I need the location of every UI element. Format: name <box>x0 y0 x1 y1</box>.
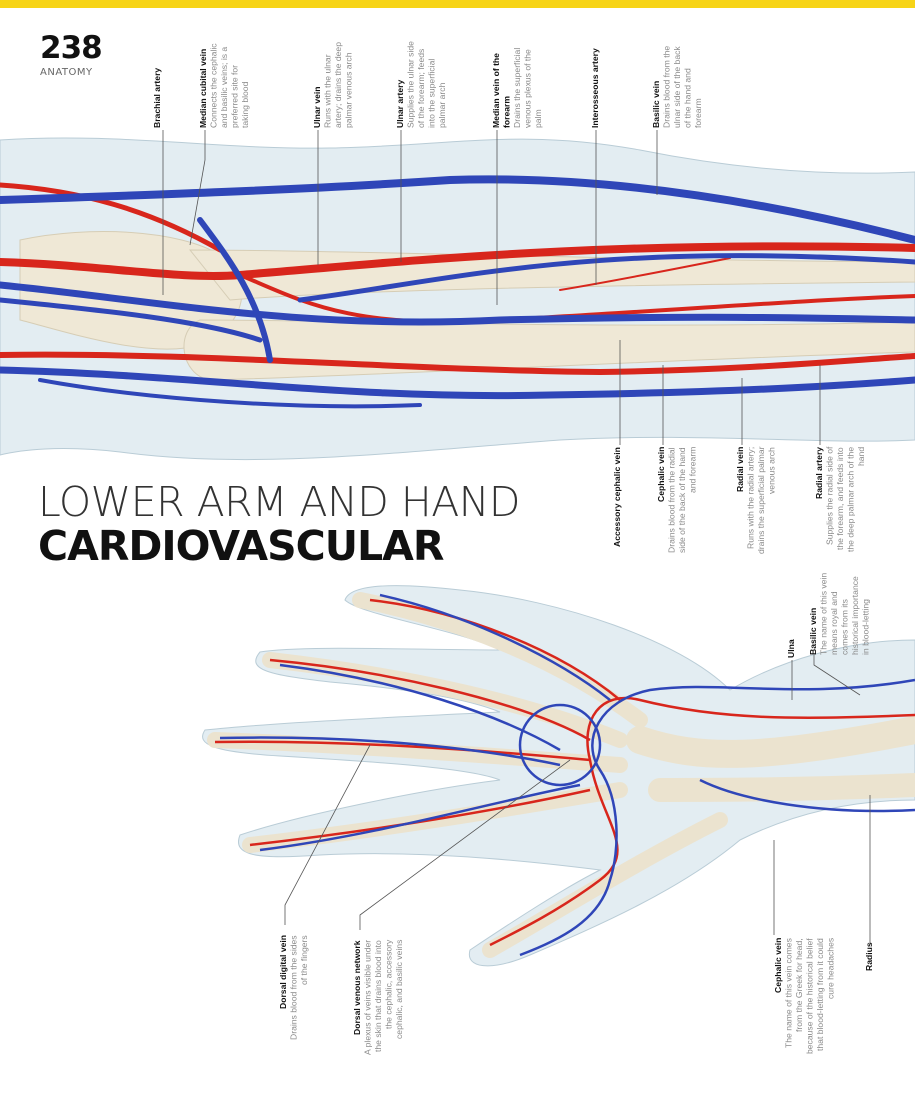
label-radius: Radius <box>864 942 874 971</box>
forearm-veins <box>0 175 915 409</box>
leader-lines <box>162 130 871 945</box>
label-interosseous-artery: Interosseous artery <box>590 48 600 128</box>
label-brachial-artery: Brachial artery <box>152 67 162 128</box>
hand-arteries <box>214 598 915 947</box>
page-title-line1: LOWER ARM AND HAND <box>38 478 521 526</box>
hand-veins <box>219 593 915 957</box>
page-title-line2: CARDIOVASCULAR <box>38 522 444 570</box>
page-number: 238 <box>40 30 103 66</box>
label-accessory-cephalic-vein: Accessory cephalic vein <box>612 447 622 547</box>
accent-bar <box>0 0 915 8</box>
section-name: ANATOMY <box>40 67 93 78</box>
label-ulna: Ulna <box>786 639 796 658</box>
